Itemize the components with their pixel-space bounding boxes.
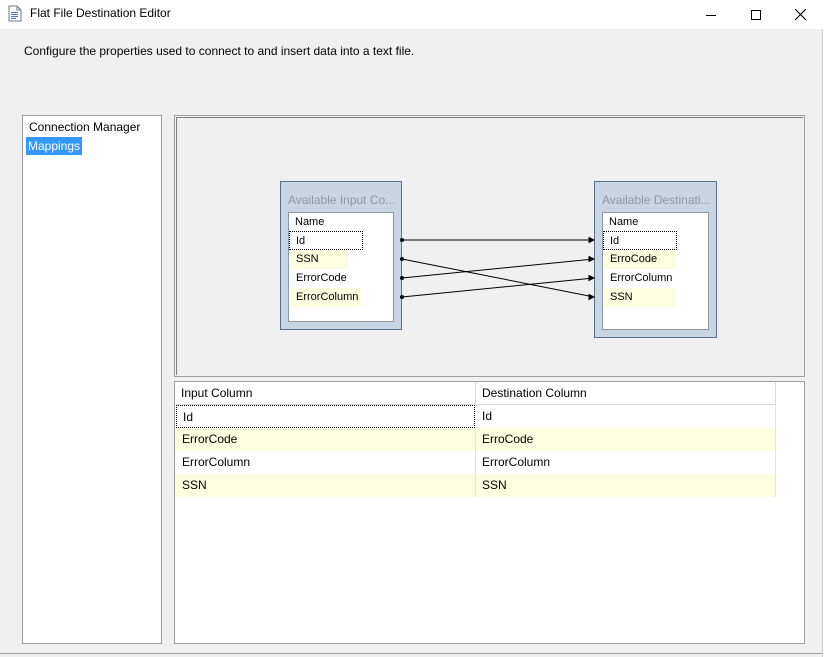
destination-column-item[interactable]: SSN	[604, 288, 676, 307]
input-column-item[interactable]: Id	[289, 231, 363, 250]
nav-item-mappings[interactable]: Mappings	[26, 137, 83, 155]
grid-cell-destination[interactable]: ErroCode	[476, 428, 776, 451]
grid-cell-input[interactable]: ErrorColumn	[176, 451, 476, 474]
available-destination-columns-title: Available Destinati...	[602, 193, 711, 207]
window-title: Flat File Destination Editor	[30, 6, 171, 20]
input-columns-header: Name	[295, 216, 325, 228]
close-icon	[794, 9, 806, 20]
grid-cell-input[interactable]: ErrorCode	[176, 428, 476, 451]
divider	[0, 653, 822, 654]
nav-item-connection-manager[interactable]: Connection Manager	[29, 120, 141, 134]
window-edge	[822, 29, 827, 657]
page-description: Configure the properties used to connect…	[24, 44, 415, 58]
grid-cell-input[interactable]: Id	[176, 405, 475, 428]
input-column-item[interactable]: ErrorColumn	[290, 288, 362, 307]
available-input-columns-title: Available Input Co...	[288, 193, 396, 207]
grid-cell-input[interactable]: SSN	[176, 474, 476, 497]
grid-cell-destination[interactable]: ErrorColumn	[476, 451, 776, 474]
input-column-item[interactable]: SSN	[290, 250, 348, 269]
document-icon	[8, 5, 22, 22]
mapping-line-errorcode[interactable]	[401, 258, 595, 279]
grid-header-destination-column[interactable]: Destination Column	[476, 382, 776, 405]
grid-cell-destination[interactable]: Id	[476, 405, 776, 428]
minimize-icon	[706, 14, 716, 16]
title-bar	[0, 0, 827, 29]
close-button[interactable]	[777, 0, 823, 29]
mapping-line-ssn[interactable]	[401, 258, 595, 298]
maximize-icon	[751, 9, 761, 20]
input-column-item[interactable]: ErrorCode	[296, 272, 347, 284]
grid-cell-destination[interactable]: SSN	[476, 474, 776, 497]
minimize-button[interactable]	[688, 0, 734, 29]
destination-column-item[interactable]: Id	[603, 231, 677, 250]
page-navigation	[22, 115, 162, 644]
maximize-button[interactable]	[733, 0, 779, 29]
destination-column-item[interactable]: ErroCode	[604, 250, 676, 269]
destination-column-item[interactable]: ErrorColumn	[610, 272, 673, 284]
destination-columns-header: Name	[609, 216, 639, 228]
mapping-line-errorcolumn[interactable]	[401, 277, 595, 298]
grid-header-input-column[interactable]: Input Column	[175, 382, 476, 405]
